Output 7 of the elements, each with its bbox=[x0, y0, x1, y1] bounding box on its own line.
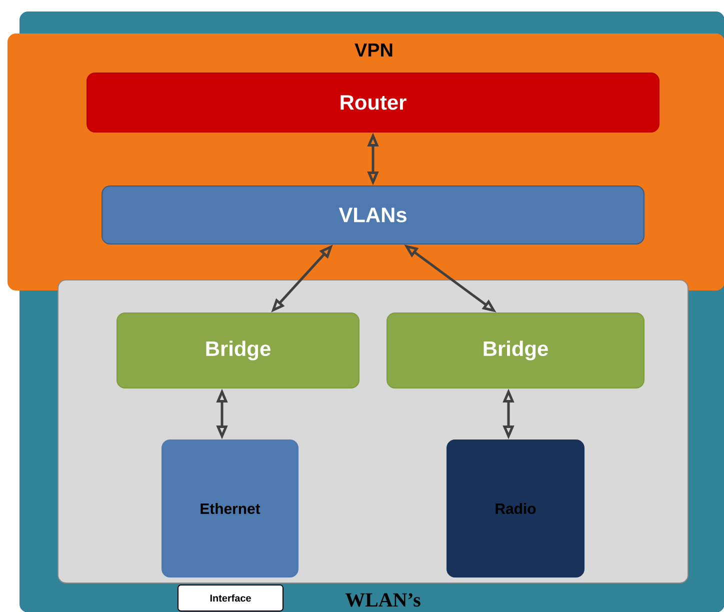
interface-box: Ethernet bbox=[162, 440, 298, 578]
vlan-box: VLANs bbox=[102, 186, 644, 244]
interface-tag: Interface bbox=[178, 584, 284, 612]
interface-box: Radio bbox=[446, 440, 584, 578]
router-box: Router bbox=[86, 72, 660, 132]
bridge-box: Bridge bbox=[386, 312, 644, 388]
bridge-box: Bridge bbox=[116, 312, 360, 388]
